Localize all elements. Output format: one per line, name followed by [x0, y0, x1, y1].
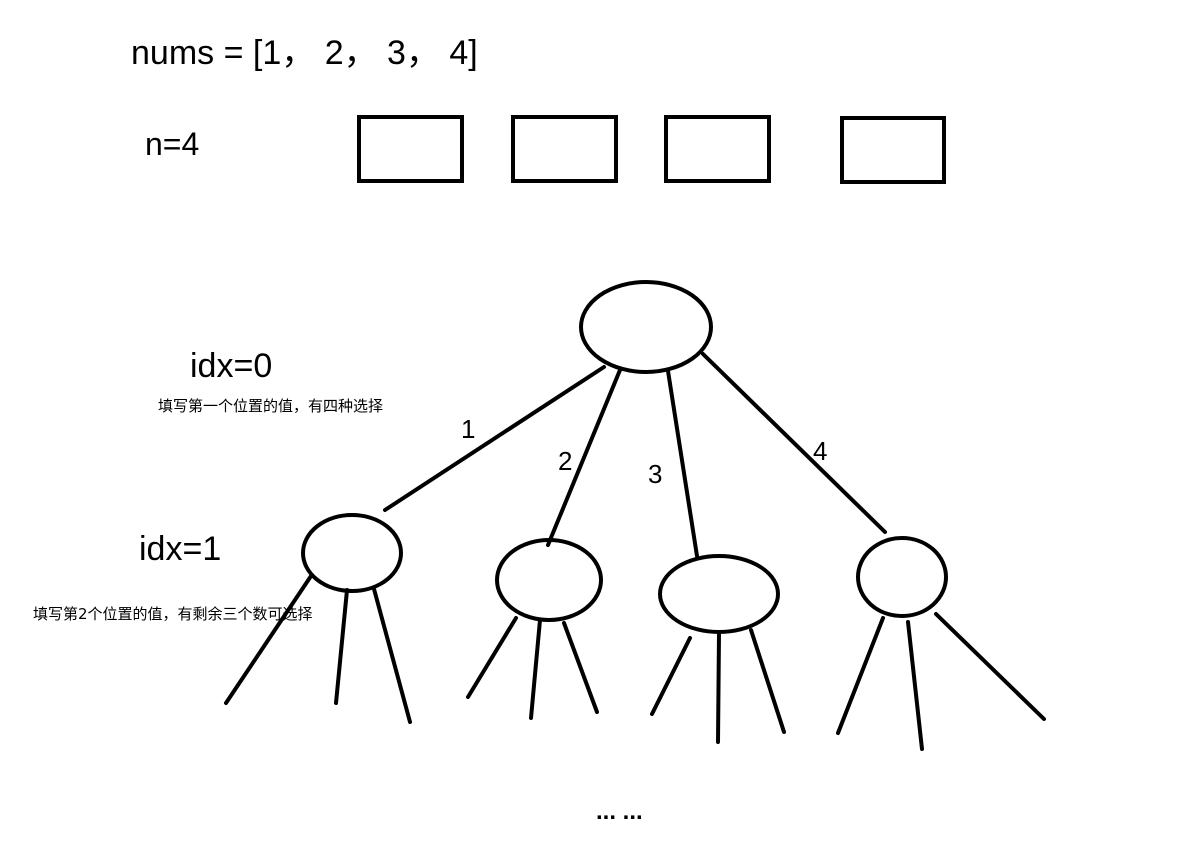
- root-edge-1: [383, 365, 606, 512]
- branch-1a: [224, 574, 313, 705]
- branch-4a: [836, 616, 885, 735]
- branch-1c: [372, 587, 412, 724]
- edge-label-1: 1: [461, 414, 476, 444]
- root-edge-4: [701, 352, 887, 534]
- edge-label-3: 3: [648, 459, 663, 489]
- branch-2c: [562, 621, 599, 714]
- root-edge-3: [666, 369, 699, 558]
- edge-label-4: 4: [813, 436, 828, 466]
- branch-2b: [529, 618, 542, 720]
- idx1-note: 填写第2个位置的值，有剩余三个数可选择: [33, 605, 313, 623]
- branch-2a: [466, 616, 518, 699]
- idx1-label: idx=1: [139, 530, 222, 568]
- slot-box-3: [664, 115, 771, 183]
- slot-box-1: [357, 115, 464, 183]
- idx0-note: 填写第一个位置的值，有四种选择: [158, 397, 384, 415]
- branch-4b: [906, 620, 924, 751]
- slot-box-4: [840, 116, 946, 184]
- idx0-label: idx=0: [190, 347, 273, 385]
- child-node-2: [495, 538, 603, 622]
- branch-1b: [334, 588, 349, 705]
- root-node: [579, 280, 713, 374]
- branch-3b: [716, 631, 721, 744]
- slot-box-2: [511, 115, 618, 183]
- branch-3a: [650, 636, 692, 716]
- edge-label-2: 2: [558, 446, 573, 476]
- nums-array-text: nums = [1， 2， 3， 4]: [131, 34, 478, 72]
- child-node-4: [856, 536, 948, 618]
- child-node-1: [301, 513, 403, 593]
- branch-4c: [934, 612, 1046, 721]
- branch-3c: [749, 628, 786, 734]
- continuation-ellipsis: ... ...: [596, 798, 643, 825]
- child-node-3: [658, 554, 780, 634]
- n-value-text: n=4: [145, 126, 200, 162]
- root-edge-2: [546, 368, 622, 547]
